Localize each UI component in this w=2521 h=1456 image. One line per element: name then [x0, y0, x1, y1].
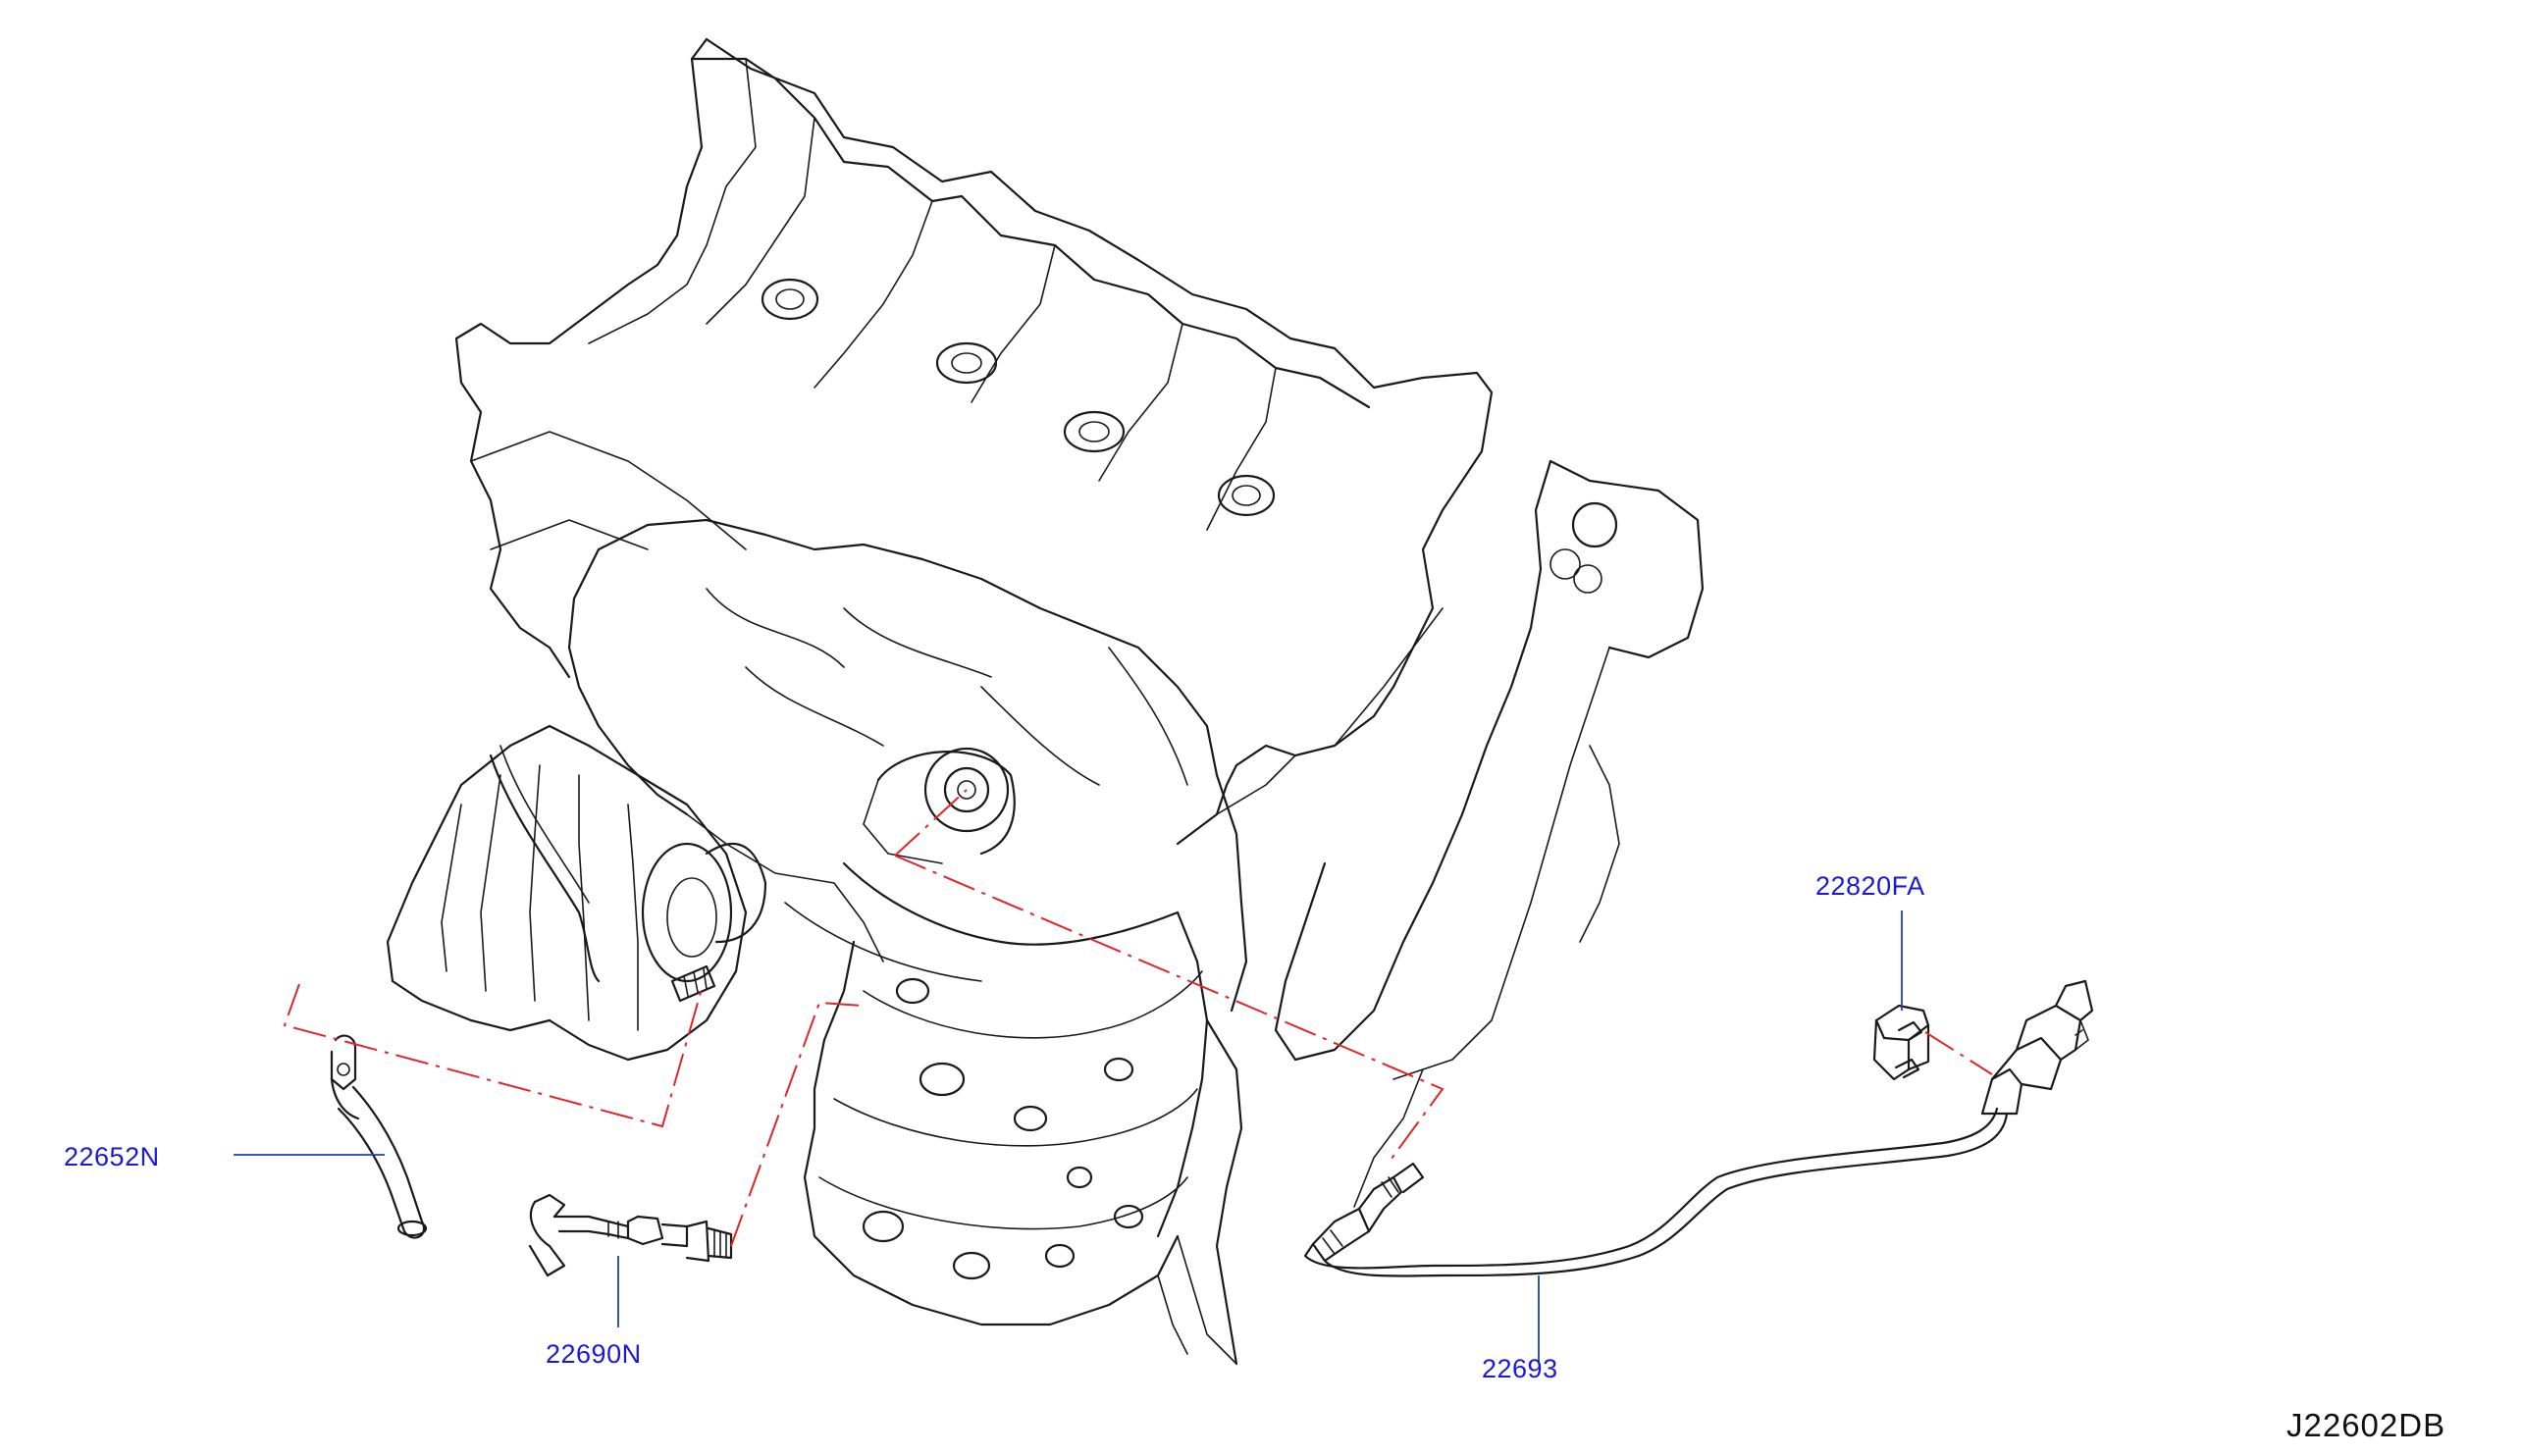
- callout-22690n: 22690N: [546, 1339, 642, 1369]
- leader-lines: [234, 910, 1903, 1362]
- engine-bracket: [1274, 459, 1705, 1208]
- oxygen-sensor-22693: [1303, 979, 2094, 1277]
- callout-22693: 22693: [1482, 1354, 1558, 1383]
- alternator: [386, 724, 767, 1062]
- exhaust-manifold: [567, 518, 1248, 1013]
- oxygen-sensor-22690n: [528, 1193, 733, 1277]
- engine-block: [454, 37, 1494, 846]
- callout-22652n: 22652N: [64, 1142, 160, 1171]
- diagram-reference-code: J22602DB: [2286, 1407, 2446, 1443]
- hose-22652n: [330, 1034, 428, 1239]
- callout-22820fa: 22820FA: [1815, 871, 1925, 901]
- catalytic-converter: [803, 910, 1243, 1366]
- alignment-lines: [283, 789, 1993, 1247]
